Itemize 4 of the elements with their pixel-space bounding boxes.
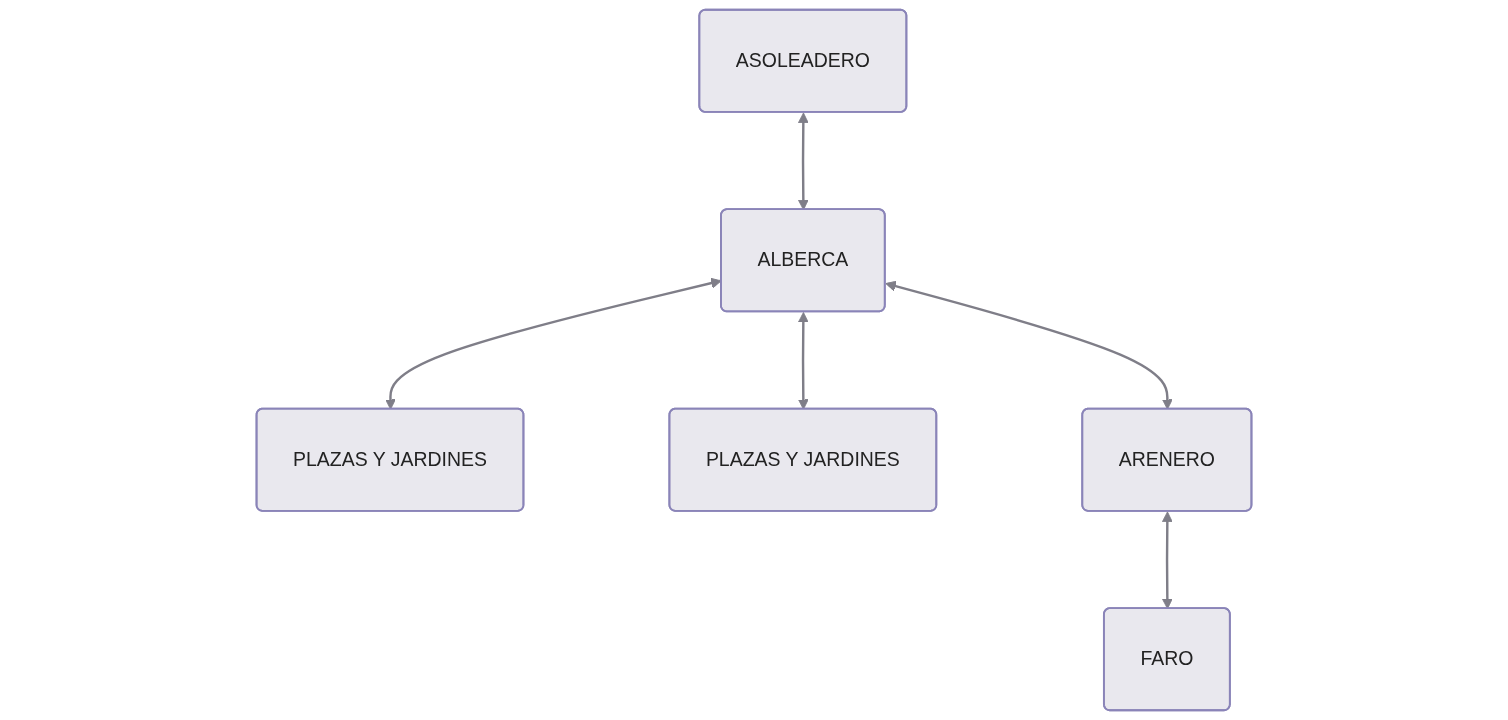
arrow	[798, 311, 809, 410]
arrow	[1162, 511, 1173, 610]
arrow	[798, 112, 809, 211]
arrow	[885, 280, 1173, 410]
